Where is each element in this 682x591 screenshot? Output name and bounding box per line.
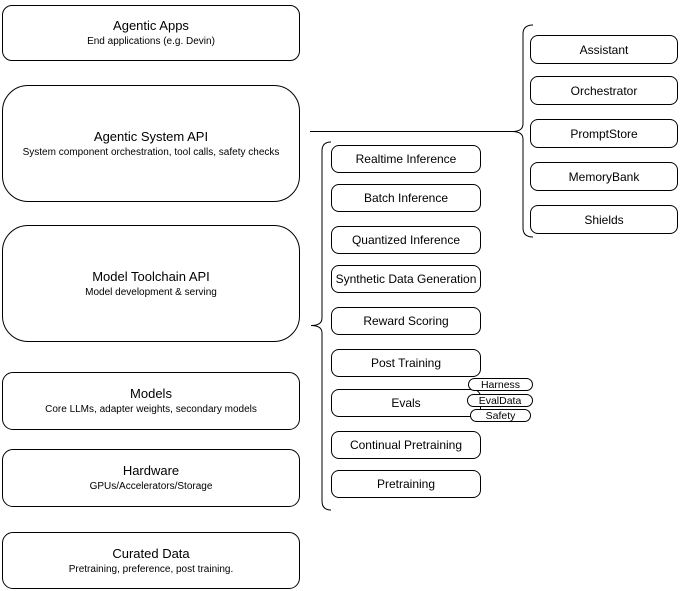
- node-title: Curated Data: [112, 545, 190, 561]
- node-realtime-inference[interactable]: Realtime Inference: [331, 145, 481, 173]
- node-label: Shields: [584, 212, 624, 227]
- node-label: Pretraining: [376, 477, 436, 491]
- node-label: Realtime Inference: [355, 152, 457, 166]
- node-promptstore[interactable]: PromptStore: [530, 119, 678, 148]
- tag-label: Harness: [480, 378, 521, 391]
- node-subtitle: System component orchestration, tool cal…: [22, 146, 280, 158]
- node-hardware[interactable]: Hardware GPUs/Accelerators/Storage: [2, 449, 300, 507]
- toolchain-bracket: [310, 141, 332, 511]
- node-label: MemoryBank: [568, 169, 640, 184]
- node-subtitle: Core LLMs, adapter weights, secondary mo…: [45, 404, 257, 415]
- tag-label: EvalData: [478, 394, 522, 407]
- tag-label: Safety: [485, 409, 516, 422]
- node-subtitle: Pretraining, preference, post training.: [68, 563, 234, 575]
- node-synthetic-data-generation[interactable]: Synthetic Data Generation: [331, 265, 481, 293]
- node-assistant[interactable]: Assistant: [530, 35, 678, 64]
- node-post-training[interactable]: Post Training: [331, 349, 481, 377]
- node-evals[interactable]: Evals: [331, 389, 481, 417]
- node-label: PromptStore: [570, 126, 638, 141]
- node-model-toolchain-api[interactable]: Model Toolchain API Model development & …: [2, 225, 300, 342]
- node-label: Batch Inference: [363, 191, 449, 205]
- node-orchestrator[interactable]: Orchestrator: [530, 76, 678, 105]
- tag-harness[interactable]: Harness: [468, 378, 533, 391]
- node-title: Models: [130, 386, 172, 401]
- node-label: Post Training: [370, 356, 442, 370]
- node-label: Orchestrator: [570, 83, 638, 98]
- node-shields[interactable]: Shields: [530, 205, 678, 234]
- node-label: Reward Scoring: [363, 314, 449, 328]
- node-models[interactable]: Models Core LLMs, adapter weights, secon…: [2, 372, 300, 430]
- node-title: Model Toolchain API: [92, 268, 210, 284]
- tag-safety[interactable]: Safety: [470, 409, 531, 422]
- node-batch-inference[interactable]: Batch Inference: [331, 184, 481, 212]
- node-agentic-apps[interactable]: Agentic Apps End applications (e.g. Devi…: [2, 5, 300, 61]
- tag-evaldata[interactable]: EvalData: [467, 394, 533, 407]
- node-agentic-system-api[interactable]: Agentic System API System component orch…: [2, 85, 300, 202]
- node-curated-data[interactable]: Curated Data Pretraining, preference, po…: [2, 532, 300, 589]
- node-label: Synthetic Data Generation: [335, 272, 477, 286]
- node-reward-scoring[interactable]: Reward Scoring: [331, 307, 481, 335]
- node-label: Continual Pretraining: [349, 438, 463, 452]
- node-title: Hardware: [122, 463, 180, 478]
- node-quantized-inference[interactable]: Quantized Inference: [331, 226, 481, 254]
- node-label: Evals: [391, 396, 421, 410]
- node-subtitle: GPUs/Accelerators/Storage: [89, 481, 213, 492]
- node-label: Assistant: [579, 42, 629, 57]
- node-continual-pretraining[interactable]: Continual Pretraining: [331, 431, 481, 459]
- node-title: Agentic Apps: [113, 18, 189, 33]
- node-label: Quantized Inference: [351, 233, 461, 247]
- node-pretraining[interactable]: Pretraining: [331, 470, 481, 498]
- node-title: Agentic System API: [93, 128, 209, 144]
- node-subtitle: Model development & serving: [85, 286, 217, 298]
- node-memorybank[interactable]: MemoryBank: [530, 162, 678, 191]
- node-subtitle: End applications (e.g. Devin): [87, 36, 215, 47]
